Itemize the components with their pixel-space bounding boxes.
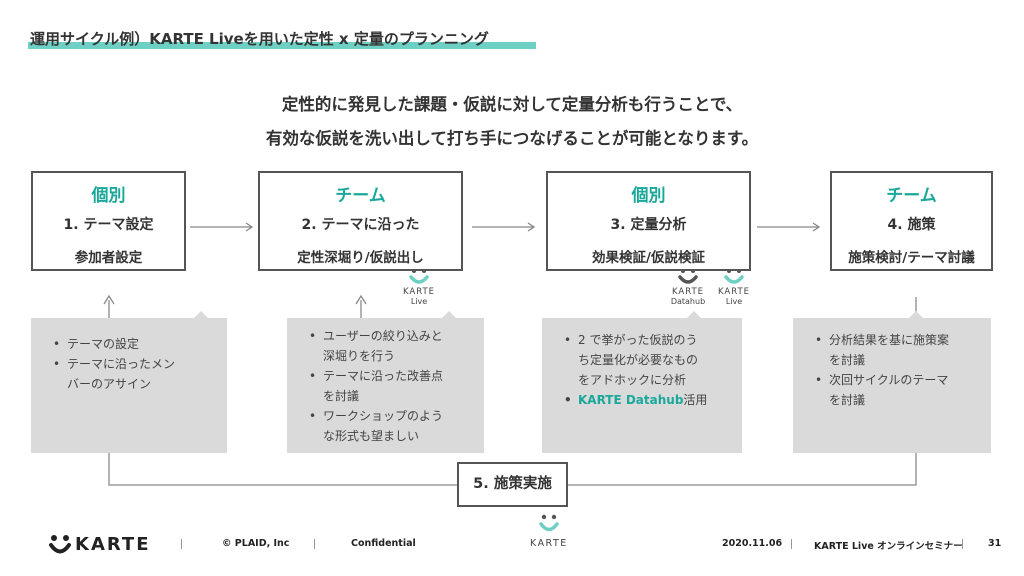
badge-name: KARTE: [402, 287, 436, 297]
note-item: ワークショップのよう: [309, 406, 474, 426]
note-item: 次回サイクルのテーマ: [815, 370, 981, 390]
karte-smile-icon: [724, 269, 744, 284]
footer-center-logo: KARTE: [530, 514, 568, 549]
note-item-continued: をアドホックに分析: [578, 373, 687, 387]
step-subheading: 施策検討/テーマ討議: [848, 250, 975, 266]
arrow-right-icon: [190, 222, 254, 232]
title-underline: [28, 42, 536, 49]
note-tip: [194, 311, 208, 318]
badge-sub: Datahub: [670, 297, 706, 306]
arrow-right-icon: [757, 222, 821, 232]
note-tip: [909, 311, 923, 318]
lead-line-2: 有効な仮説を洗い出して打ち手につなげることが可能となります。: [265, 129, 759, 148]
step-heading: 1. テーマ設定: [63, 217, 154, 233]
step-box-4: チーム 4. 施策 施策検討/テーマ討議: [830, 171, 993, 271]
note-tip: [687, 311, 701, 318]
step-box-2: チーム 2. テーマに沿った 定性深堀り/仮説出し: [258, 171, 463, 271]
note-list: テーマの設定 テーマに沿ったメン バーのアサイン: [31, 318, 227, 394]
note-item: 2 で挙がった仮説のう: [564, 330, 732, 350]
note-item: テーマに沿ったメン: [53, 354, 217, 374]
step-subheading: 参加者設定: [74, 250, 143, 266]
step-category: チーム: [335, 186, 386, 206]
step-box-1: 個別 1. テーマ設定 参加者設定: [31, 171, 186, 271]
badge-name: KARTE: [671, 287, 705, 297]
karte-smile-icon: [678, 269, 698, 284]
step-category: 個別: [631, 186, 666, 206]
footer: KARTE © PLAID, Inc Confidential KARTE 20…: [0, 514, 1024, 568]
step-category: チーム: [886, 186, 937, 206]
badge-name: KARTE: [530, 538, 568, 549]
footer-logo-text: KARTE: [75, 534, 151, 555]
note-card-3: 2 で挙がった仮説のう ち定量化が必要なもの をアドホックに分析 KARTE D…: [542, 311, 742, 453]
note-item-continued: ち定量化が必要なもの: [578, 353, 699, 367]
note-list: 分析結果を基に施策案 を討議 次回サイクルのテーマ を討議: [793, 318, 991, 410]
lead-line-1: 定性的に発見した課題・仮説に対して定量分析も行うことで、: [281, 95, 743, 114]
datahub-label: KARTE Datahub: [578, 393, 684, 407]
note-card-2: ユーザーの絞り込みと 深堀りを行う テーマに沿った改善点 を討議 ワークショップ…: [287, 311, 484, 453]
note-item-continued: を討議: [323, 389, 360, 403]
note-item: ユーザーの絞り込みと: [309, 326, 474, 346]
step-heading: 3. 定量分析: [610, 217, 687, 233]
note-item-continued: を討議: [829, 393, 866, 407]
step-category: 個別: [91, 186, 126, 206]
note-item: テーマの設定: [53, 334, 217, 354]
footer-separator: [181, 539, 182, 549]
footer-date: 2020.11.06: [722, 538, 783, 549]
karte-live-badge-2: KARTE Live: [713, 268, 755, 306]
note-list: ユーザーの絞り込みと 深堀りを行う テーマに沿った改善点 を討議 ワークショップ…: [287, 318, 484, 446]
footer-separator: [314, 539, 315, 549]
note-item-continued: バーのアサイン: [67, 377, 152, 391]
note-card-1: テーマの設定 テーマに沿ったメン バーのアサイン: [31, 311, 227, 453]
badge-sub: Live: [410, 297, 428, 306]
note-list: 2 で挙がった仮説のう ち定量化が必要なもの をアドホックに分析 KARTE D…: [542, 318, 742, 410]
execution-box: 5. 施策実施: [457, 462, 568, 507]
footer-separator: [962, 539, 963, 549]
footer-copyright: © PLAID, Inc: [222, 538, 290, 549]
note-item-continued: 深堀りを行う: [323, 349, 396, 363]
note-item-continued: を討議: [829, 353, 866, 367]
footer-separator: [791, 539, 792, 549]
slide-title: 運用サイクル例）KARTE Liveを用いた定性 x 定量のプランニング: [30, 30, 489, 48]
note-item: テーマに沿った改善点: [309, 366, 474, 386]
step-subheading: 定性深堀り/仮説出し: [297, 250, 424, 266]
note-tip: [442, 311, 456, 318]
step-box-3: 個別 3. 定量分析 効果検証/仮説検証: [546, 171, 751, 271]
datahub-suffix: 活用: [683, 393, 708, 407]
step-subheading: 効果検証/仮説検証: [592, 250, 705, 266]
step-heading: 2. テーマに沿った: [301, 217, 420, 233]
karte-smile-icon: [409, 269, 429, 284]
karte-datahub-badge: KARTE Datahub: [666, 268, 710, 306]
note-item-datahub: KARTE Datahub活用: [564, 390, 732, 410]
footer-confidential: Confidential: [351, 538, 416, 549]
badge-sub: Live: [725, 297, 743, 306]
badge-name: KARTE: [717, 287, 751, 297]
karte-smile-icon: [539, 514, 559, 532]
note-item: 分析結果を基に施策案: [815, 330, 981, 350]
karte-logo-icon: [49, 535, 71, 554]
page-number: 31: [988, 538, 1002, 549]
note-card-4: 分析結果を基に施策案 を討議 次回サイクルのテーマ を討議: [793, 311, 991, 453]
arrow-right-icon: [472, 222, 536, 232]
note-item-continued: な形式も望ましい: [323, 429, 420, 443]
karte-live-badge: KARTE Live: [398, 268, 440, 306]
footer-event: KARTE Live オンラインセミナー: [814, 541, 963, 552]
step-heading: 4. 施策: [887, 217, 936, 233]
